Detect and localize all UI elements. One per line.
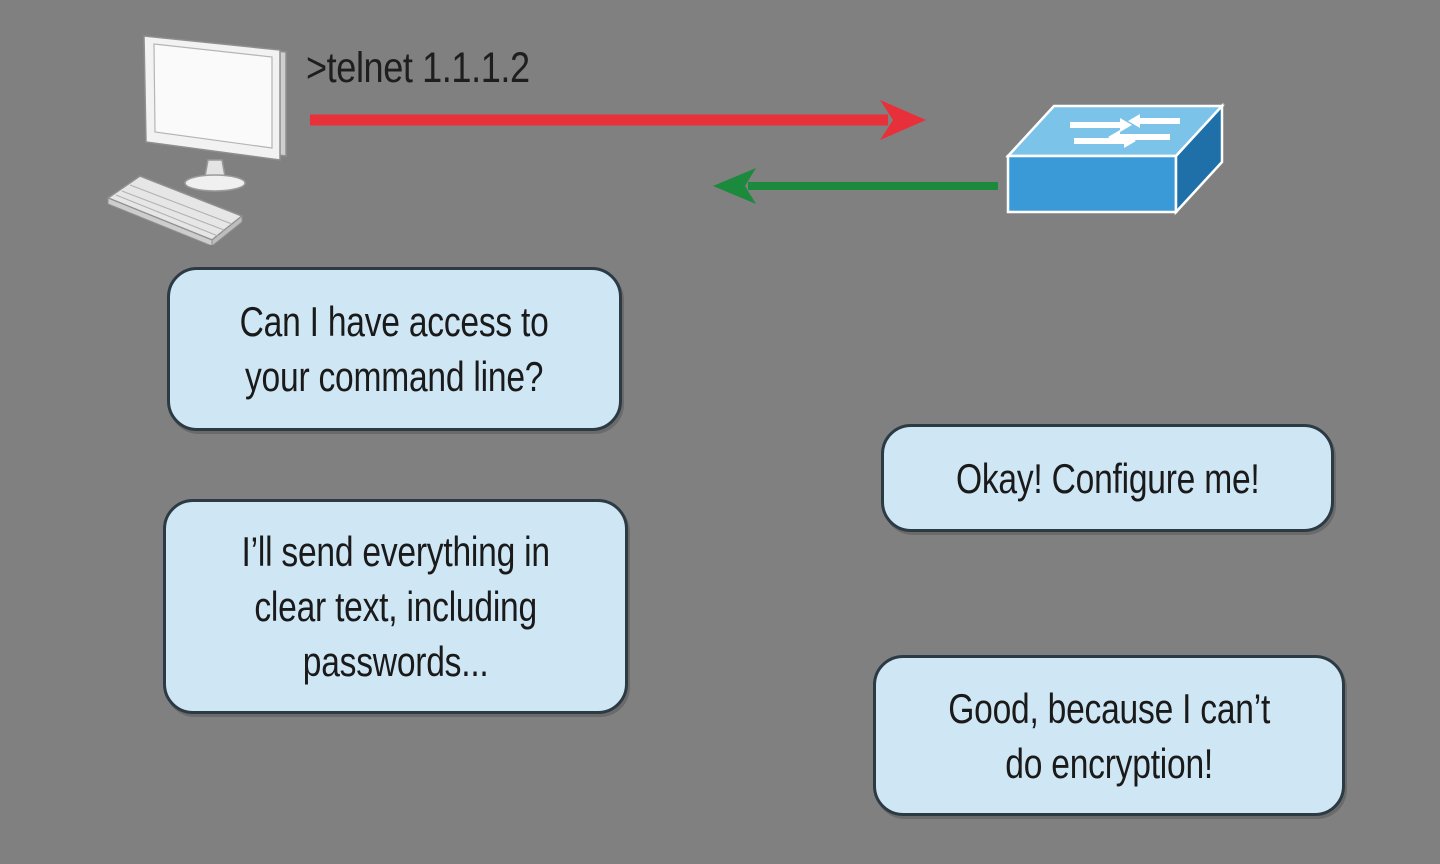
connection-arrows (310, 100, 998, 204)
switch-confirm-bubble: Good, because I can’t do encryption! (873, 655, 1345, 816)
telnet-command-label: >telnet 1.1.1.2 (306, 44, 530, 92)
client-warning-bubble: I’ll send everything in clear text, incl… (163, 499, 628, 714)
network-switch-icon (1005, 102, 1225, 216)
response-arrow-head (713, 168, 756, 204)
client-request-bubble: Can I have access to your command line? (167, 267, 622, 431)
switch-reply-text: Okay! Configure me! (955, 454, 1260, 502)
switch-reply-bubble: Okay! Configure me! (881, 424, 1334, 532)
desktop-computer-icon (106, 35, 287, 245)
switch-confirm-text: Good, because I can’t do encryption! (948, 684, 1270, 787)
request-arrow-head (880, 100, 926, 140)
client-request-text: Can I have access to your command line? (240, 298, 549, 400)
client-warning-text: I’ll send everything in clear text, incl… (241, 528, 550, 685)
